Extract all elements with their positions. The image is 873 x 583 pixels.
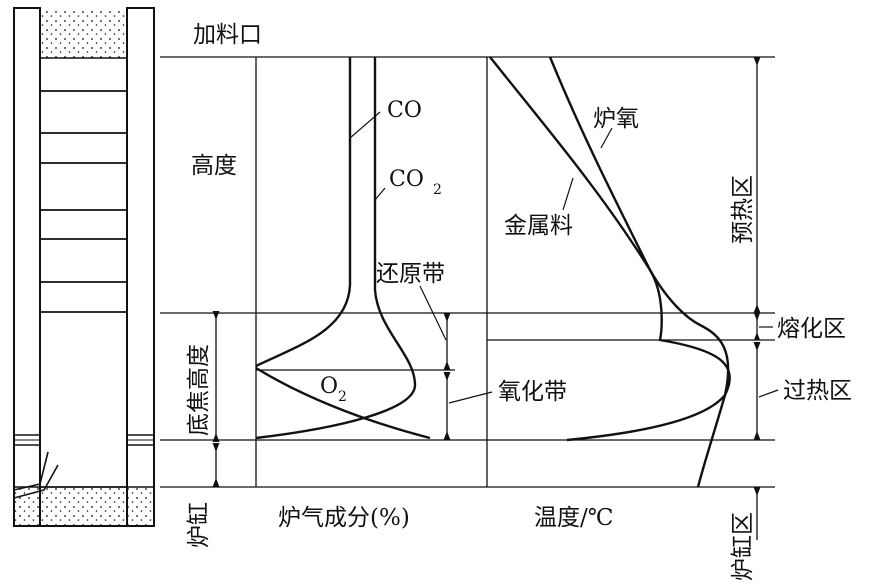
coke-charge-layer-2 <box>39 132 128 164</box>
furnace-gas-curve <box>548 56 730 488</box>
furnace-cross-section <box>13 7 155 527</box>
gas-curves <box>255 57 431 440</box>
superheat-zone-label: 过热区 <box>783 378 852 404</box>
bed-coke <box>39 311 128 488</box>
height-label: 高度 <box>191 153 237 179</box>
coke-charge-layer-1 <box>39 57 128 92</box>
co2-label: CO <box>389 167 424 192</box>
temperature-curves <box>489 56 731 488</box>
hearth-label: 炉缸 <box>186 502 212 548</box>
co-label: CO <box>387 98 422 123</box>
metal-charge-layer-2 <box>39 162 128 211</box>
co2-curve <box>255 57 417 440</box>
metal-charge-layer-1 <box>39 90 128 134</box>
melting-zone-label: 熔化区 <box>777 316 846 342</box>
charge-door-label: 加料口 <box>193 22 262 48</box>
taphole <box>13 451 59 499</box>
coke-charge-layer-4 <box>39 281 128 313</box>
coke-charge-layer-3 <box>39 209 128 240</box>
temperature-axis-label: 温度/℃ <box>534 505 613 531</box>
gas-composition-axis-label: 炉气成分(%) <box>278 505 410 531</box>
hearth-zone-label: 炉缸区 <box>730 512 756 581</box>
left-lining <box>13 7 41 527</box>
dimension-markers <box>212 57 779 540</box>
right-lining <box>126 7 155 527</box>
co-curve <box>255 57 352 368</box>
preheat-zone-label: 预热区 <box>730 175 756 244</box>
o2-label: O <box>320 374 338 399</box>
furnace-gas-label: 炉氧 <box>593 106 639 132</box>
co2-subscript: 2 <box>433 182 442 198</box>
metal-charge-layer-3 <box>39 238 128 283</box>
oxidation-zone-label: 氧化带 <box>498 379 567 405</box>
reduction-zone-label: 还原带 <box>376 261 445 287</box>
bed-coke-height-label: 底焦高度 <box>186 344 212 436</box>
grid-lines <box>160 56 775 488</box>
hearth-bottom <box>14 487 154 526</box>
metal-charge-curve <box>489 56 731 442</box>
o2-subscript: 2 <box>338 389 347 405</box>
shaft-top-fill <box>40 8 127 58</box>
metal-charge-label: 金属料 <box>504 213 573 239</box>
o2-curve <box>255 366 431 440</box>
